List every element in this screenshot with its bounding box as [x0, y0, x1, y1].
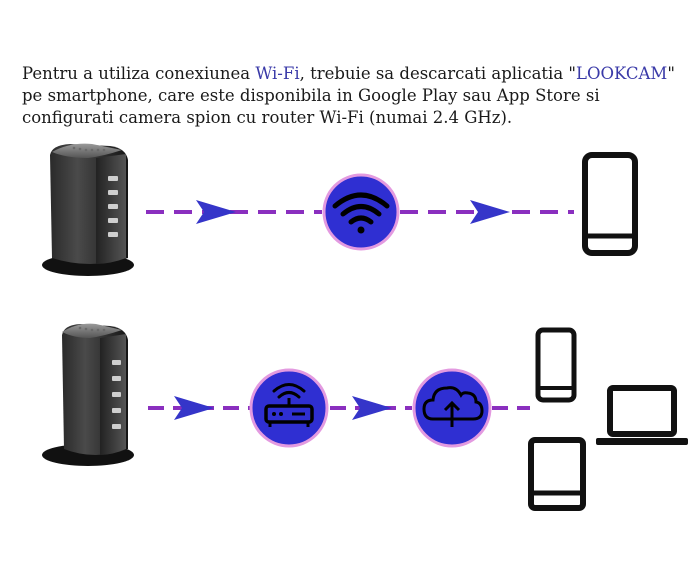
laptop-icon [596, 385, 688, 445]
camera-charger-device [42, 323, 134, 466]
connection-line-row1 [146, 200, 574, 224]
arrow-icon [196, 200, 236, 224]
intro-text: Pentru a utiliza conexiunea Wi-Fi, trebu… [22, 63, 682, 129]
camera-charger-device [42, 143, 134, 276]
smartphone-icon [535, 327, 577, 403]
tablet-icon [528, 437, 586, 511]
intro-part3: " pe smartphone, care este disponibila i… [22, 64, 675, 127]
arrow-icon [174, 396, 214, 420]
arrow-icon [470, 200, 510, 224]
wifi-highlight: Wi-Fi [255, 64, 300, 83]
wifi-icon [322, 173, 400, 251]
intro-part1: Pentru a utiliza conexiunea [22, 64, 256, 83]
intro-part2: , trebuie sa descarcati aplicatia " [299, 64, 576, 83]
app-name-highlight: LOOKCAM [576, 64, 668, 83]
cloud-upload-icon [412, 368, 492, 448]
smartphone-icon [582, 152, 638, 256]
arrow-icon [352, 396, 392, 420]
connection-line-row2 [148, 396, 530, 420]
router-icon [249, 368, 329, 448]
